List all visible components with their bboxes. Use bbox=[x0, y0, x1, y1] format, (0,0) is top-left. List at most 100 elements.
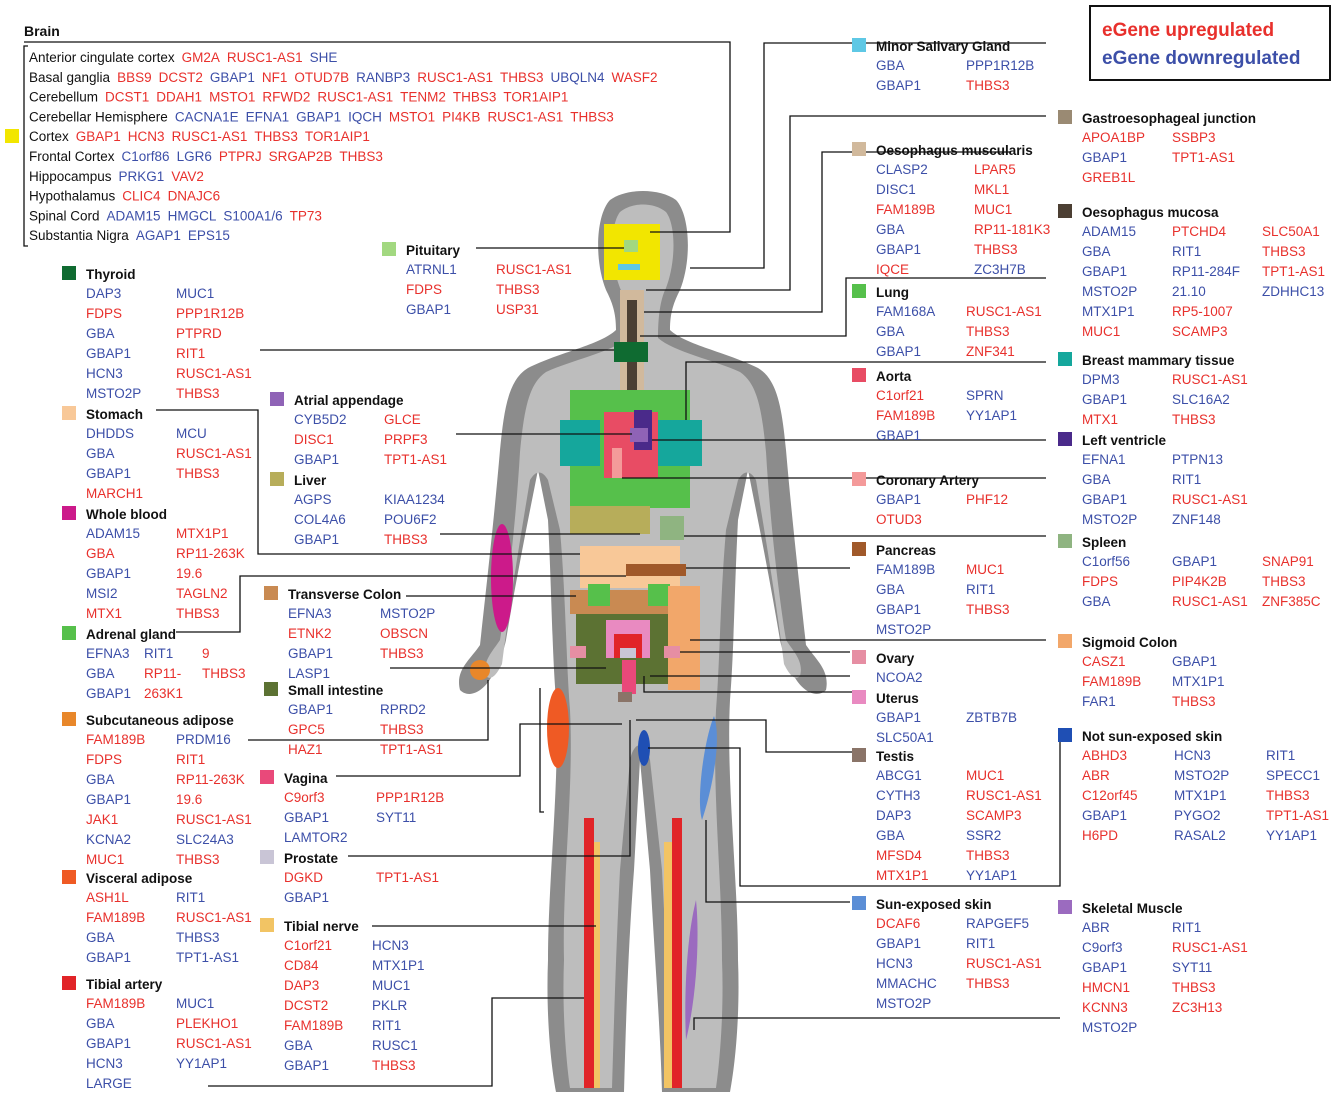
gene-label: RIT1 bbox=[966, 582, 995, 597]
gene-label: PTPRD bbox=[176, 326, 222, 341]
gene-label: LPAR5 bbox=[974, 162, 1016, 177]
pituitary-marker bbox=[624, 240, 638, 252]
gene-label: DHDDS bbox=[86, 426, 134, 441]
gene-label: CYB5D2 bbox=[294, 412, 347, 427]
visceral-adipose-marker bbox=[547, 688, 569, 768]
gene-label: THBS3 bbox=[1172, 694, 1216, 709]
gene-label: THBS3 bbox=[1262, 574, 1306, 589]
tissue-title: Sigmoid Colon bbox=[1082, 635, 1177, 650]
gene-label: THBS3 bbox=[176, 852, 220, 867]
gene-label: DAP3 bbox=[86, 286, 121, 301]
gene-label: 21.10 bbox=[1172, 284, 1206, 299]
tissue-title: Thyroid bbox=[86, 267, 136, 282]
tissue-title: Pancreas bbox=[876, 543, 936, 558]
gene-label: AGAP1 bbox=[136, 228, 181, 243]
gene-label: FAM189B bbox=[86, 910, 145, 925]
tissue-title: Testis bbox=[876, 749, 914, 764]
gene-label: LAMTOR2 bbox=[284, 830, 348, 845]
brain-panel: BrainAnterior cingulate cortexGM2ARUSC1-… bbox=[5, 23, 658, 246]
panel-gastroesophageal-junction: Gastroesophageal junctionAPOA1BPGBAP1GRE… bbox=[1058, 110, 1256, 185]
brain-tissue-label: Cerebellum bbox=[29, 90, 98, 105]
gene-label: THBS3 bbox=[380, 646, 424, 661]
gene-label: USP31 bbox=[496, 302, 539, 317]
gene-label: YY1AP1 bbox=[176, 1056, 227, 1071]
gene-label: DGKD bbox=[284, 870, 323, 885]
gene-label: MSTO2P bbox=[86, 386, 141, 401]
vagina-swatch bbox=[260, 770, 274, 784]
gene-label: RUSC1-AS1 bbox=[1172, 940, 1248, 955]
gene-label: ABR bbox=[1082, 920, 1110, 935]
gene-label: 9 bbox=[202, 646, 210, 661]
gene-label: YY1AP1 bbox=[1266, 828, 1317, 843]
gene-label: GBAP1 bbox=[876, 710, 921, 725]
gene-label: FAM189B bbox=[876, 202, 935, 217]
tissue-title: Uterus bbox=[876, 691, 919, 706]
skeletal-muscle-swatch bbox=[1058, 900, 1072, 914]
gene-label: HMCN1 bbox=[1082, 980, 1130, 995]
gene-label: SNAP91 bbox=[1262, 554, 1314, 569]
pituitary-swatch bbox=[382, 242, 396, 256]
panel-small-intestine: Small intestineGBAP1GPC5HAZ1RPRD2THBS3TP… bbox=[264, 682, 443, 757]
transverse-colon-swatch bbox=[264, 586, 278, 600]
vagina-marker bbox=[622, 660, 636, 694]
gene-label: OBSCN bbox=[380, 626, 428, 641]
gene-label: THBS3 bbox=[176, 930, 220, 945]
gene-label: BBS9 bbox=[117, 70, 152, 85]
gene-label: RUSC1-AS1 bbox=[1172, 372, 1248, 387]
gene-label: GBA bbox=[1082, 244, 1111, 259]
panel-tibial-artery: Tibial arteryFAM189BGBAGBAP1HCN3LARGEMUC… bbox=[62, 976, 252, 1091]
brain-row-spinal-cord: Spinal CordADAM15HMGCLS100A1/6TP73 bbox=[29, 208, 322, 223]
tibial-artery-swatch bbox=[62, 976, 76, 990]
gene-label: ZC3H13 bbox=[1172, 1000, 1222, 1015]
gene-label: C1orf21 bbox=[876, 388, 924, 403]
gene-label: GBAP1 bbox=[288, 646, 333, 661]
gene-label: RUSC1-AS1 bbox=[176, 366, 252, 381]
gene-label: GBAP1 bbox=[1172, 554, 1217, 569]
panel-left-ventricle: Left ventricleEFNA1GBAGBAP1MSTO2PPTPN13R… bbox=[1058, 432, 1248, 527]
subcutaneous-adipose-swatch bbox=[62, 712, 76, 726]
tissue-title: Adrenal gland bbox=[86, 627, 176, 642]
panel-adrenal-gland: Adrenal glandEFNA3GBAGBAP1RIT1RP11-263K1… bbox=[62, 626, 246, 701]
gene-label: GM2A bbox=[182, 50, 220, 65]
breast-mammary-tissue-swatch bbox=[1058, 352, 1072, 366]
gene-label: GBAP1 bbox=[876, 242, 921, 257]
gene-label: GBAP1 bbox=[1082, 960, 1127, 975]
gene-label: DISC1 bbox=[294, 432, 334, 447]
brain-bracket bbox=[24, 46, 28, 246]
tissue-title: Liver bbox=[294, 473, 327, 488]
gene-label: S100A1/6 bbox=[223, 208, 282, 223]
gene-label: RIT1 bbox=[966, 936, 995, 951]
gene-label: EFNA1 bbox=[1082, 452, 1126, 467]
gene-label: THBS3 bbox=[496, 282, 540, 297]
spleen-marker bbox=[660, 516, 684, 540]
gene-label: GBAP1 bbox=[284, 1058, 329, 1073]
gene-label: FAM189B bbox=[86, 996, 145, 1011]
gene-label: IQCE bbox=[876, 262, 909, 277]
gene-label: GBA bbox=[86, 326, 115, 341]
atrial-appendage-marker bbox=[630, 428, 648, 442]
cortex-swatch bbox=[5, 129, 19, 143]
gene-label: H6PD bbox=[1082, 828, 1118, 843]
gene-label: RUSC1-AS1 bbox=[966, 788, 1042, 803]
tissue-title: Left ventricle bbox=[1082, 433, 1167, 448]
aorta-swatch bbox=[852, 368, 866, 382]
tibial-nerve-r-marker bbox=[664, 842, 672, 1088]
not-sun-exposed-skin-swatch bbox=[1058, 728, 1072, 742]
thyroid-marker bbox=[614, 342, 648, 362]
gene-label: THBS3 bbox=[254, 129, 298, 144]
gene-label: WASF2 bbox=[612, 70, 658, 85]
gene-label: THBS3 bbox=[1262, 244, 1306, 259]
brain-tissue-label: Hippocampus bbox=[29, 169, 112, 184]
gene-label: FDPS bbox=[86, 752, 122, 767]
gene-label: MTX1P1 bbox=[372, 958, 425, 973]
gene-label: GBAP1 bbox=[1082, 150, 1127, 165]
gene-label: DCST2 bbox=[284, 998, 328, 1013]
gene-label: GBA bbox=[284, 1038, 313, 1053]
gene-label: APOA1BP bbox=[1082, 130, 1145, 145]
gene-label: POU6F2 bbox=[384, 512, 437, 527]
gene-label: RUSC1-AS1 bbox=[1172, 492, 1248, 507]
tissue-title: Oesophagus mucosa bbox=[1082, 205, 1219, 220]
gene-label: MMACHC bbox=[876, 976, 937, 991]
